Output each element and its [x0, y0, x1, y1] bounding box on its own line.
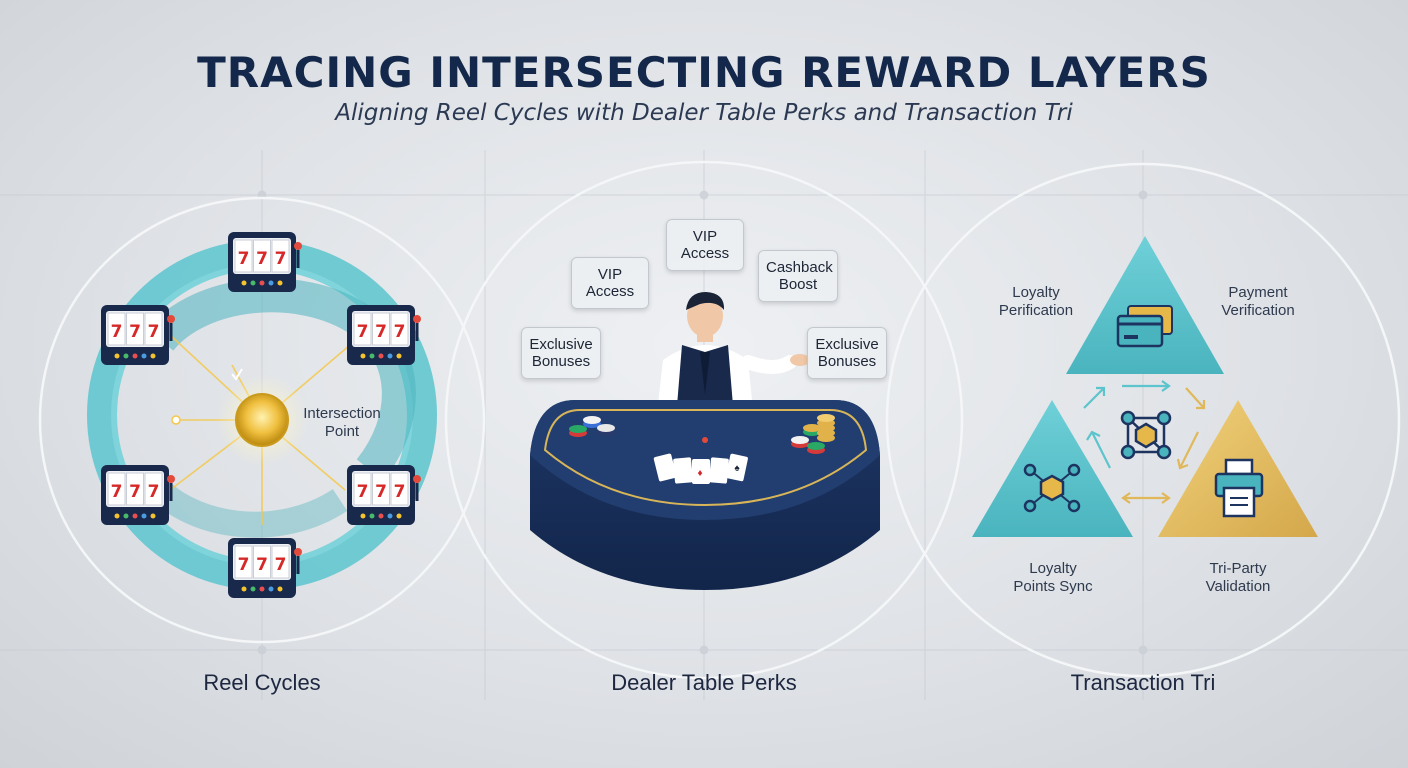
slot-machine-icon — [347, 305, 421, 365]
perk-vip-access: VIP Access — [571, 257, 649, 309]
svg-text:♠: ♠ — [734, 463, 740, 474]
slot-machine-icon — [101, 465, 175, 525]
reel-cycles-label: Reel Cycles — [82, 670, 442, 696]
transaction-tri-label: Transaction Tri — [963, 670, 1323, 696]
svg-text:♦: ♦ — [697, 468, 702, 479]
dealer-table-perks-label: Dealer Table Perks — [524, 670, 884, 696]
triangle-left — [972, 400, 1133, 537]
transaction-triangle-diagram — [972, 236, 1318, 537]
perk-vip-access-top: VIP Access — [666, 219, 744, 271]
perk-cashback-boost: Cashback Boost — [758, 250, 838, 302]
tri-party-validation-label: Tri-Party Validation — [1178, 560, 1298, 596]
perk-exclusive-bonuses-left: Exclusive Bonuses — [521, 327, 601, 379]
intersection-point-label: Intersection Point — [290, 405, 394, 441]
slot-machine-icon — [228, 232, 302, 292]
page-title: TRACING INTERSECTING REWARD LAYERS — [0, 48, 1408, 97]
slot-machine-icon — [101, 305, 175, 365]
page-subtitle: Aligning Reel Cycles with Dealer Table P… — [0, 100, 1408, 126]
payment-verification-label: Payment Verification — [1198, 284, 1318, 320]
slot-machine-icon — [347, 465, 421, 525]
slot-machine-icon — [228, 538, 302, 598]
center-hub-icon — [1122, 412, 1170, 458]
perk-exclusive-bonuses-right: Exclusive Bonuses — [807, 327, 887, 379]
intersection-point-coin — [236, 394, 288, 446]
loyalty-points-sync-label: Loyalty Points Sync — [993, 560, 1113, 596]
loyalty-perification-label: Loyalty Perification — [976, 284, 1096, 320]
